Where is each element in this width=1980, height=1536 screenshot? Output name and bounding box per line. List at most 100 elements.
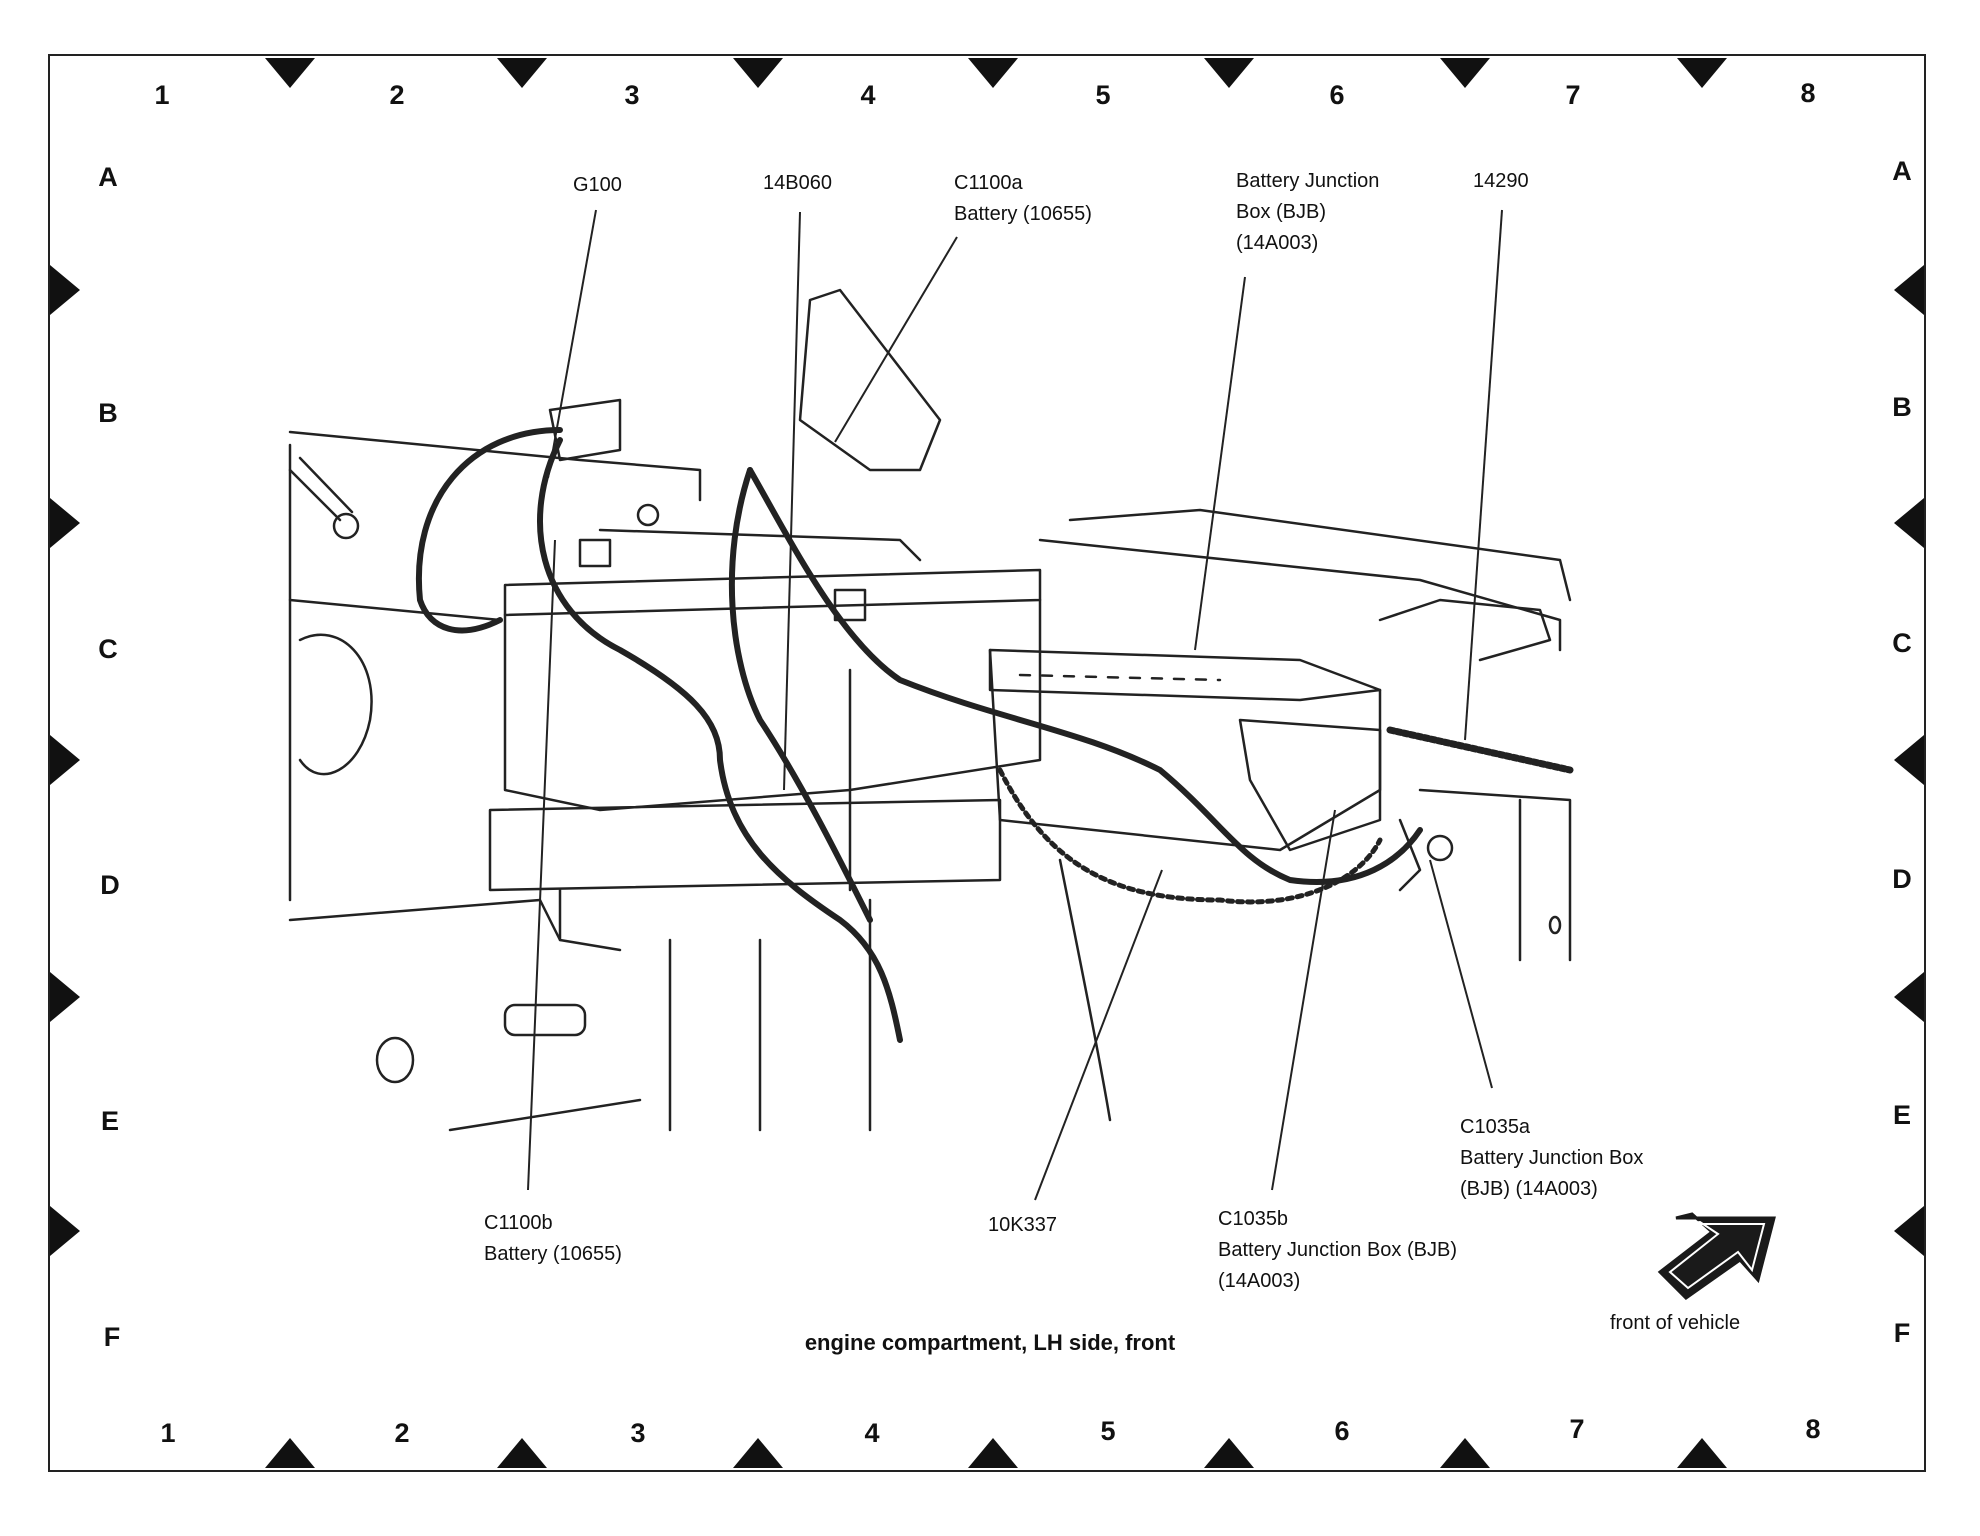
ground-bolt bbox=[636, 503, 660, 527]
fender-edge bbox=[288, 430, 702, 502]
callout-14290: 14290 bbox=[1473, 170, 1529, 192]
marker-right-2 bbox=[1894, 498, 1924, 548]
callout-c1100b: C1100b Battery (10655) bbox=[484, 1208, 622, 1270]
positive-post bbox=[833, 588, 867, 622]
right-frame-hole bbox=[1548, 915, 1562, 935]
marker-top-4 bbox=[968, 58, 1018, 88]
inner-panel-cutout bbox=[298, 633, 373, 776]
col-label-bottom-1: 1 bbox=[160, 1418, 176, 1448]
row-label-right-a: A bbox=[1892, 156, 1912, 186]
marker-top-2 bbox=[497, 58, 547, 88]
callout-c1100b-line2: Battery (10655) bbox=[484, 1243, 622, 1265]
marker-left-2 bbox=[50, 498, 80, 548]
row-label-right-d: D bbox=[1892, 864, 1912, 894]
marker-right-3 bbox=[1894, 735, 1924, 785]
col-label-top-7: 7 bbox=[1565, 80, 1581, 110]
marker-bottom-1 bbox=[265, 1438, 315, 1468]
leader-c1100b bbox=[527, 539, 556, 1191]
col-label-top-4: 4 bbox=[860, 80, 876, 110]
callout-10k337: 10K337 bbox=[988, 1214, 1057, 1236]
arrow-up-right-icon bbox=[1657, 1212, 1776, 1300]
harness-14290 bbox=[1386, 726, 1574, 774]
leader-c1100a bbox=[834, 236, 958, 443]
row-label-left-a: A bbox=[98, 162, 118, 192]
callout-c1100a-line2: Battery (10655) bbox=[954, 203, 1092, 225]
cowl-top bbox=[1068, 508, 1572, 602]
marker-bottom-2 bbox=[497, 1438, 547, 1468]
right-frame bbox=[1418, 788, 1572, 962]
marker-top-1 bbox=[265, 58, 315, 88]
slot-cutout bbox=[503, 1003, 587, 1037]
marker-right-5 bbox=[1894, 1206, 1924, 1256]
callout-bjb-line3: (14A003) bbox=[1236, 232, 1319, 254]
marker-top-7 bbox=[1677, 58, 1727, 88]
col-label-top-8: 8 bbox=[1800, 78, 1816, 108]
callout-c1100a-line1: C1100a bbox=[954, 172, 1023, 194]
callout-c1035a-line3: (BJB) (14A003) bbox=[1460, 1178, 1598, 1200]
bjb-lid-edge bbox=[988, 648, 1382, 702]
c1035a-nut bbox=[1426, 834, 1454, 862]
cable-14b060 bbox=[537, 437, 903, 1043]
marker-right-4 bbox=[1894, 972, 1924, 1022]
hose-end bbox=[332, 512, 360, 540]
battery-body bbox=[503, 598, 1042, 812]
row-label-left-e: E bbox=[100, 1106, 119, 1136]
bjb-connector-block bbox=[1238, 718, 1382, 852]
terminal-cover bbox=[798, 288, 942, 472]
fastener-hole bbox=[375, 1036, 415, 1084]
leader-bjb bbox=[1194, 276, 1246, 651]
diagram-caption: engine compartment, LH side, front bbox=[804, 1330, 1176, 1355]
leader-g100 bbox=[547, 209, 597, 479]
row-label-right-c: C bbox=[1892, 628, 1912, 658]
tray-support bbox=[668, 938, 762, 1132]
leader-10k337 bbox=[1034, 869, 1163, 1201]
marker-left-3 bbox=[50, 735, 80, 785]
col-label-bottom-5: 5 bbox=[1100, 1416, 1116, 1446]
callout-bjb-line2: Box (BJB) bbox=[1236, 201, 1327, 223]
col-label-bottom-3: 3 bbox=[630, 1418, 646, 1448]
marker-bottom-6 bbox=[1440, 1438, 1490, 1468]
harness-drop bbox=[1058, 858, 1112, 1122]
positive-cable bbox=[728, 467, 873, 923]
marker-bottom-7 bbox=[1677, 1438, 1727, 1468]
callout-c1035b-line2: Battery Junction Box (BJB) bbox=[1218, 1239, 1457, 1261]
marker-top-3 bbox=[733, 58, 783, 88]
negative-post bbox=[578, 538, 612, 568]
row-label-left-d: D bbox=[100, 870, 120, 900]
marker-top-6 bbox=[1440, 58, 1490, 88]
callout-g100: G100 bbox=[573, 174, 622, 196]
col-label-top-5: 5 bbox=[1095, 80, 1111, 110]
row-label-left-f: F bbox=[103, 1322, 121, 1352]
leader-c1035a bbox=[1429, 859, 1493, 1089]
row-label-left-b: B bbox=[98, 398, 118, 428]
marker-left-5 bbox=[50, 1206, 80, 1256]
front-of-vehicle-label: front of vehicle bbox=[1610, 1312, 1741, 1334]
callout-c1035a-line2: Battery Junction Box bbox=[1460, 1147, 1644, 1169]
leader-14b060 bbox=[783, 211, 801, 791]
marker-bottom-3 bbox=[733, 1438, 783, 1468]
marker-left-1 bbox=[50, 265, 80, 315]
hose-left bbox=[288, 468, 342, 522]
callout-c1035a: C1035a Battery Junction Box (BJB) (14A00… bbox=[1460, 1112, 1643, 1205]
col-label-top-6: 6 bbox=[1329, 80, 1345, 110]
col-label-top-2: 2 bbox=[389, 80, 405, 110]
callout-c1035b-line3: (14A003) bbox=[1218, 1270, 1301, 1292]
marker-right-1 bbox=[1894, 265, 1924, 315]
cable-to-bjb bbox=[747, 467, 1423, 885]
c1035a-bracket bbox=[1398, 818, 1422, 892]
marker-left-4 bbox=[50, 972, 80, 1022]
callout-c1035b: C1035b Battery Junction Box (BJB) (14A00… bbox=[1218, 1204, 1457, 1297]
ground-cable-loop bbox=[415, 427, 563, 634]
col-label-bottom-2: 2 bbox=[394, 1418, 410, 1448]
diagram-frame bbox=[48, 54, 1926, 1472]
col-label-bottom-6: 6 bbox=[1334, 1416, 1350, 1446]
row-label-right-f: F bbox=[1893, 1318, 1911, 1348]
col-label-top-3: 3 bbox=[624, 80, 640, 110]
callout-c1035b-line1: C1035b bbox=[1218, 1208, 1289, 1230]
col-label-top-1: 1 bbox=[154, 80, 170, 110]
col-label-bottom-7: 7 bbox=[1569, 1414, 1585, 1444]
